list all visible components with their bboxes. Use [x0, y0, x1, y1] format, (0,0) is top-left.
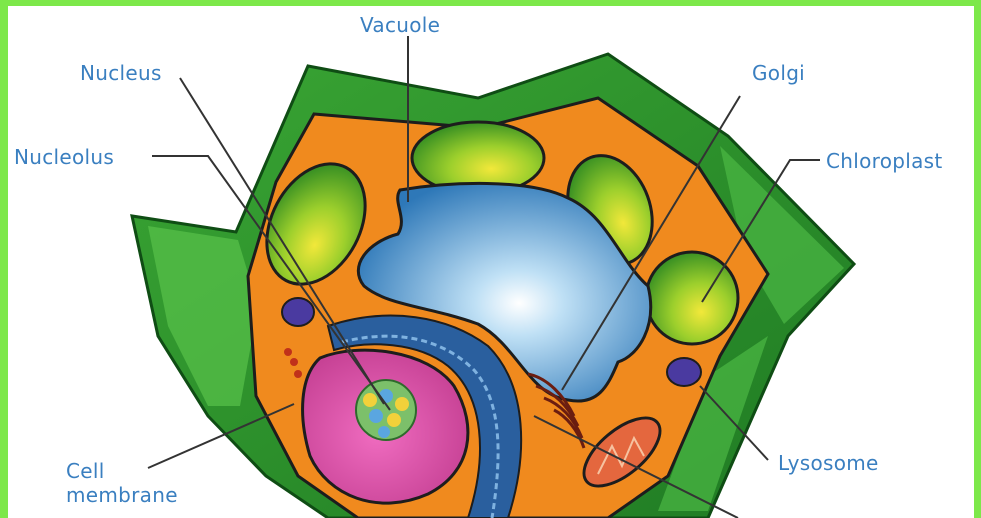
lysosome — [667, 358, 701, 386]
label-nucleus: Nucleus — [80, 62, 162, 84]
label-vacuole: Vacuole — [360, 14, 440, 36]
label-lysosome: Lysosome — [778, 452, 879, 474]
label-cell-membrane-line2: membrane — [66, 484, 178, 506]
lysosome — [282, 298, 314, 326]
diagram-canvas: Vacuole Nucleus Nucleolus Golgi Chloropl… — [8, 6, 974, 518]
label-golgi: Golgi — [752, 62, 805, 84]
label-chloroplast: Chloroplast — [826, 150, 943, 172]
label-nucleolus: Nucleolus — [14, 146, 114, 168]
nucleolus — [356, 380, 416, 440]
label-cell-membrane-line1: Cell — [66, 460, 105, 482]
